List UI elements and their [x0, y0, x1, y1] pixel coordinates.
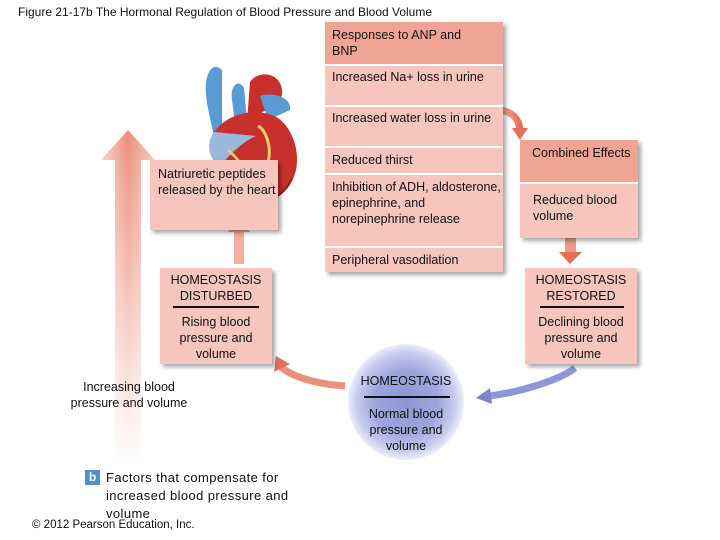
restored-box — [525, 268, 637, 364]
arrow-combined-to-restored — [559, 238, 582, 264]
divider — [325, 105, 503, 107]
responses-header-bg — [325, 22, 503, 64]
natriuretic-label: Natriuretic peptides released by the hea… — [158, 167, 276, 197]
restored-body: Declining blood pressure and volume — [538, 315, 624, 361]
panel-badge: b — [85, 470, 100, 485]
combined-item: Reduced blood volume — [533, 193, 618, 223]
homeostasis-title: HOMEOSTASIS — [360, 374, 452, 388]
underline — [540, 306, 624, 308]
divider — [325, 146, 503, 148]
disturbed-title: HOMEOSTASIS DISTURBED — [170, 273, 262, 303]
restored-title: HOMEOSTASIS RESTORED — [535, 273, 627, 303]
divider — [520, 182, 638, 184]
stimulus-label: Increasing blood pressure and volume — [70, 380, 188, 410]
copyright: © 2012 Pearson Education, Inc. — [32, 519, 195, 531]
arrow-restored-to-homeostasis — [476, 365, 578, 404]
underline — [364, 396, 450, 398]
stimulus-up-arrow — [101, 130, 155, 465]
underline — [173, 306, 259, 308]
responses-header: Responses to ANP and BNP — [332, 28, 462, 58]
natriuretic-box — [150, 160, 278, 230]
disturbed-body: Rising blood pressure and volume — [179, 315, 253, 361]
figure-title: Figure 21-17b The Hormonal Regulation of… — [18, 5, 433, 19]
response-item: Increased water loss in urine — [332, 111, 492, 125]
divider — [325, 64, 503, 66]
divider — [325, 246, 503, 248]
homeostasis-body: Normal blood pressure and volume — [368, 407, 444, 453]
arrow-homeostasis-to-disturbed — [274, 356, 346, 390]
response-item: Increased Na+ loss in urine — [332, 70, 484, 84]
response-item: Reduced thirst — [332, 153, 413, 167]
disturbed-box — [160, 268, 272, 364]
response-item: Peripheral vasodilation — [332, 253, 459, 267]
response-item: Inhibition of ADH, aldosterone, epinephr… — [332, 180, 501, 226]
figure-caption: Factors that compensate for increased bl… — [106, 470, 289, 521]
homeostasis-circle — [348, 344, 464, 460]
arrow-responses-to-combined — [499, 106, 528, 140]
combined-header-bg — [520, 140, 638, 182]
divider — [325, 173, 503, 175]
combined-header: Combined Effects — [532, 146, 631, 160]
